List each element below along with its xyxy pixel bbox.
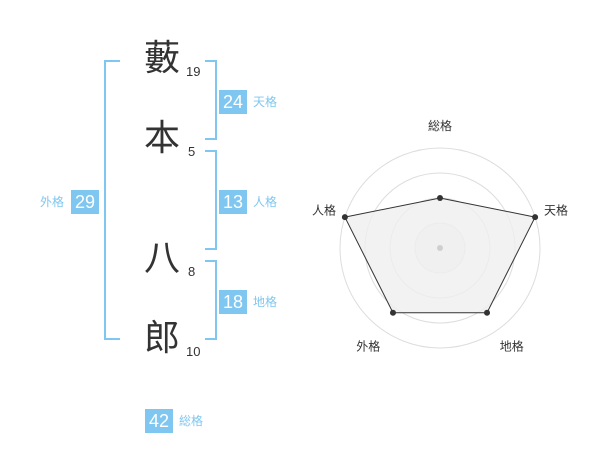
name-char-1: 藪 [143,38,180,79]
radar-center [437,245,443,251]
chikaku-bracket [205,260,217,340]
radar-point-3 [389,309,396,316]
tenkaku-bracket [205,60,217,140]
name-char-3: 八 [143,238,180,279]
tenkaku-value: 24 [219,90,247,114]
chikaku-value: 18 [219,290,247,314]
stroke-count-2: 5 [188,144,196,159]
jinkaku-bracket [205,150,217,250]
radar-points [341,195,539,316]
name-char-4: 郎 [143,318,180,359]
tenkaku-label: 天格 [253,95,278,109]
gaikaku-value: 29 [71,190,99,214]
gaikaku-bracket [104,60,120,340]
gaikaku-label: 外格 [40,195,65,209]
radar-axis-label-3: 外格 [356,339,380,354]
radar-point-4 [341,214,348,221]
radar-axis-label-0: 総格 [428,118,452,133]
jinkaku-value: 13 [219,190,247,214]
radar-axis-label-1: 天格 [544,202,568,217]
stroke-count-1: 19 [186,64,201,79]
soukaku-label: 総格 [179,414,204,428]
chikaku-label: 地格 [253,295,278,309]
stroke-count-4: 10 [186,344,201,359]
radar-ring-4 [339,147,541,349]
radar-axis-label-4: 人格 [312,202,336,217]
jinkaku-label: 人格 [253,195,278,209]
radar-polygon [344,197,536,314]
soukaku-value: 42 [145,409,173,433]
radar-point-0 [437,195,443,201]
radar-axis-label-2: 地格 [500,339,524,354]
radar-point-1 [532,214,539,221]
name-char-2: 本 [143,118,180,159]
stroke-count-3: 8 [188,264,196,279]
radar-point-2 [484,309,491,316]
